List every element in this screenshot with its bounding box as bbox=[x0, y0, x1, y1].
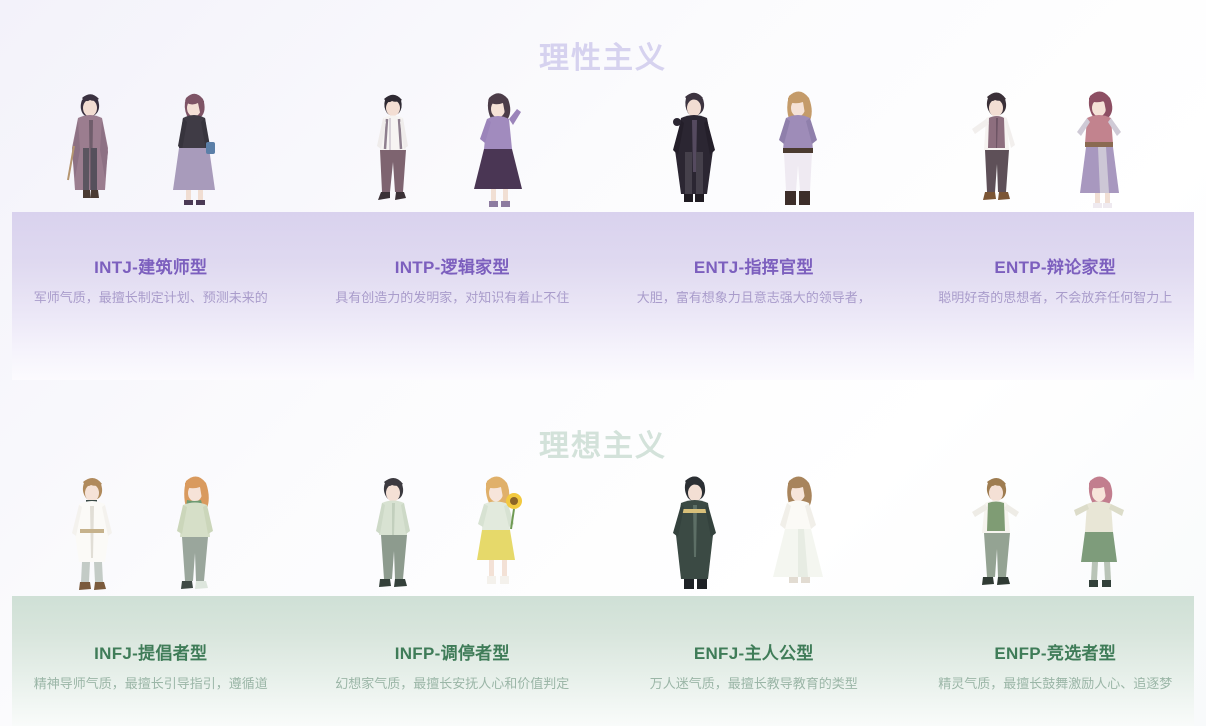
card-title: INFP-调停者型 bbox=[394, 644, 510, 663]
card-description: 大胆，富有想象力且意志强大的领导者， bbox=[636, 291, 871, 304]
section-rational: 理性主义 bbox=[0, 42, 1206, 380]
card-intp[interactable]: INTP-逻辑家型 具有创造力的发明家，对知识有着止不住 bbox=[302, 70, 604, 304]
card-row-idealist: INFJ-提倡者型 精神导师气质，最擅长引导指引，遵循道 bbox=[0, 455, 1206, 690]
card-description: 具有创造力的发明家，对知识有着止不住 bbox=[335, 291, 570, 304]
card-title: INTJ-建筑师型 bbox=[94, 258, 208, 277]
card-title: ENTP-辩论家型 bbox=[994, 258, 1117, 277]
intp-couple-illustration bbox=[337, 70, 567, 225]
card-description: 精灵气质，最擅长鼓舞激励人心、追逐梦 bbox=[938, 677, 1173, 690]
card-title: ENFP-竞选者型 bbox=[994, 644, 1117, 663]
card-title: ENFJ-主人公型 bbox=[693, 644, 814, 663]
section-band-rational bbox=[12, 212, 1194, 380]
enfj-couple-illustration bbox=[639, 455, 869, 610]
card-infp[interactable]: INFP-调停者型 幻想家气质，最擅长安抚人心和价值判定 bbox=[302, 455, 604, 690]
card-intj[interactable]: INTJ-建筑师型 军师气质，最擅长制定计划、预测未来的 bbox=[0, 70, 302, 304]
card-description: 聪明好奇的思想者，不会放弃任何智力上 bbox=[938, 291, 1173, 304]
card-title: INTP-逻辑家型 bbox=[394, 258, 510, 277]
card-enfj[interactable]: ENFJ-主人公型 万人迷气质，最擅长教导教育的类型 bbox=[603, 455, 905, 690]
section-idealist: 理想主义 bbox=[0, 386, 1206, 726]
card-enfp[interactable]: ENFP-竞选者型 精灵气质，最擅长鼓舞激励人心、追逐梦 bbox=[905, 455, 1206, 690]
card-title: INFJ-提倡者型 bbox=[94, 644, 208, 663]
entp-couple-illustration bbox=[940, 70, 1170, 225]
card-entj[interactable]: ENTJ-指挥官型 大胆，富有想象力且意志强大的领导者， bbox=[603, 70, 905, 304]
section-title-rational: 理性主义 bbox=[539, 42, 667, 75]
card-infj[interactable]: INFJ-提倡者型 精神导师气质，最擅长引导指引，遵循道 bbox=[0, 455, 302, 690]
entj-couple-illustration bbox=[639, 70, 869, 225]
card-entp[interactable]: ENTP-辩论家型 聪明好奇的思想者，不会放弃任何智力上 bbox=[905, 70, 1206, 304]
card-description: 幻想家气质，最擅长安抚人心和价值判定 bbox=[335, 677, 570, 690]
intj-couple-illustration bbox=[36, 70, 266, 225]
enfp-couple-illustration bbox=[940, 455, 1170, 610]
card-description: 万人迷气质，最擅长教导教育的类型 bbox=[649, 677, 858, 690]
card-description: 军师气质，最擅长制定计划、预测未来的 bbox=[33, 291, 268, 304]
infp-couple-illustration bbox=[337, 455, 567, 610]
card-description: 精神导师气质，最擅长引导指引，遵循道 bbox=[33, 677, 268, 690]
section-title-idealist: 理想主义 bbox=[539, 430, 667, 463]
section-band-idealist bbox=[12, 596, 1194, 726]
card-row-rational: INTJ-建筑师型 军师气质，最擅长制定计划、预测未来的 bbox=[0, 70, 1206, 304]
infj-couple-illustration bbox=[36, 455, 266, 610]
card-title: ENTJ-指挥官型 bbox=[693, 258, 814, 277]
